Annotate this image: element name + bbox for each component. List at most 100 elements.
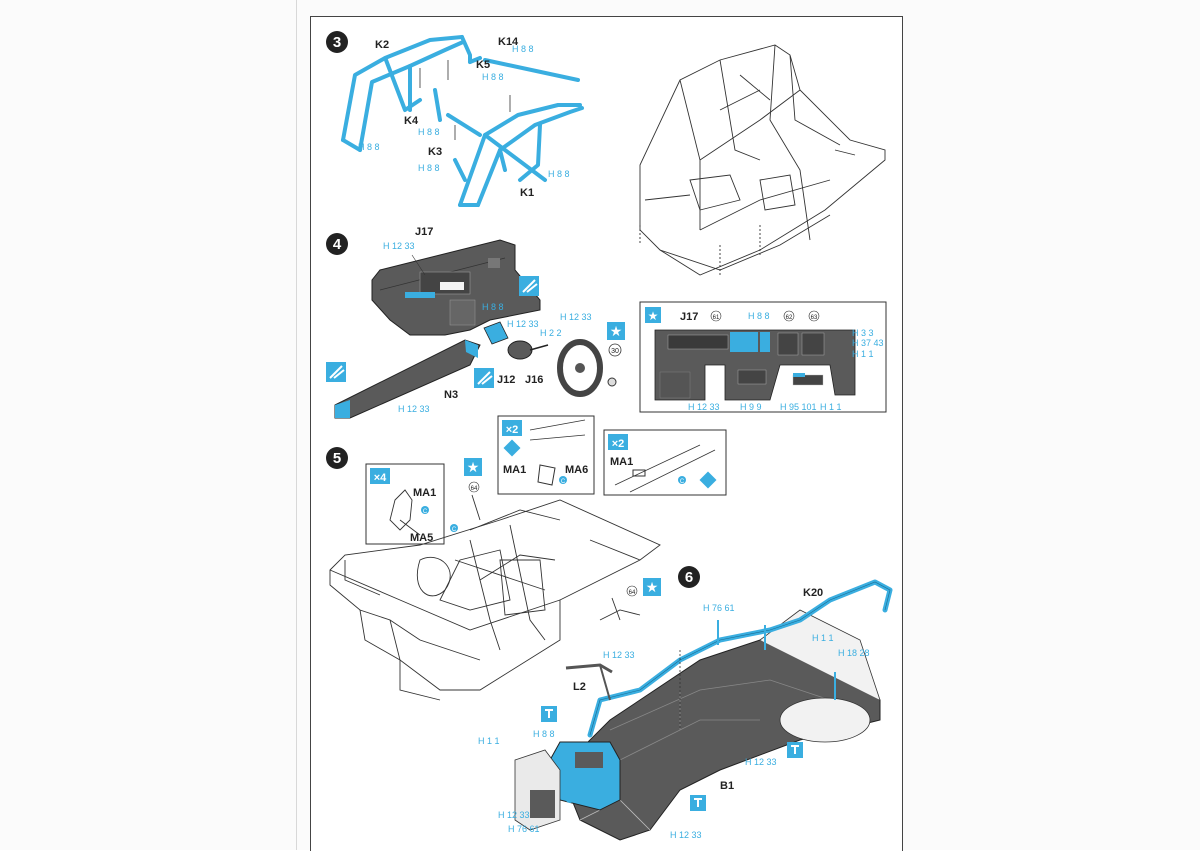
part-code: H 8 8 (358, 142, 380, 152)
label-ma1: MA1 (503, 464, 526, 476)
roll-cage-parts (341, 35, 584, 207)
part-code: H 8 8 (512, 44, 534, 54)
part-code: H 8 8 (748, 311, 770, 321)
part-code: H 1 1 (478, 736, 500, 746)
marker-c: C (680, 479, 685, 485)
decal-number-badge: 62 (783, 310, 795, 322)
decal-star-icon: ★ (648, 309, 659, 323)
label-ma1: MA1 (610, 456, 633, 468)
label-k4: K4 (404, 115, 419, 127)
svg-text:63: 63 (811, 315, 818, 321)
part-code: H 12 33 (498, 810, 530, 820)
part-code: H 8 8 (418, 163, 440, 173)
label-k2: K2 (375, 39, 389, 51)
marker-c: C (561, 479, 566, 485)
step-5: 5 ×4 MA1 MA5 C ×2 (326, 415, 727, 701)
steering-assembly (483, 321, 617, 397)
label-j17: J17 (415, 226, 433, 238)
label-ma5: MA5 (410, 532, 433, 544)
part-code: H 76 61 (508, 824, 540, 834)
label-k20: K20 (803, 587, 823, 599)
center-console-n3 (334, 339, 481, 419)
decal-star-icon: ★ (607, 322, 625, 340)
svg-text:3: 3 (333, 34, 341, 51)
glue-icon (474, 368, 494, 388)
decal-number-badge: 61 (710, 310, 722, 322)
part-code: H 76 61 (703, 603, 735, 613)
part-code: H 12 33 (383, 241, 415, 251)
step-3-number-badge: 3 (326, 31, 348, 53)
label-j12: J12 (497, 374, 515, 386)
multiplier-label: ×4 (374, 472, 387, 484)
step-6: 6 (478, 566, 893, 841)
radiator-part (514, 749, 575, 831)
part-code: H 8 8 (482, 72, 504, 82)
decal-star-icon: ★ (464, 458, 482, 476)
part-code: H 37 43 (852, 338, 884, 348)
seatbelt-detail-box-3 (603, 429, 727, 496)
step-5-number-badge: 5 (326, 447, 348, 469)
svg-text:30: 30 (611, 348, 619, 355)
part-code: H 1 1 (820, 402, 842, 412)
step-6-number-badge: 6 (678, 566, 700, 588)
decal-star-icon: ★ (643, 578, 661, 596)
seatbelt-detail-box-2 (497, 415, 595, 495)
part-code: H 8 8 (418, 127, 440, 137)
marker-c: C (423, 509, 428, 515)
label-j16: J16 (525, 374, 543, 386)
decal-number-badge: 64 (626, 585, 638, 597)
part-code: H 2 2 (540, 328, 562, 338)
paint-marker-icon (690, 795, 706, 811)
svg-text:C: C (452, 527, 457, 533)
page-edge-line (296, 0, 297, 850)
svg-text:4: 4 (333, 236, 342, 253)
paint-marker-icon (787, 742, 803, 758)
interior-with-seats-illustration (329, 494, 661, 701)
svg-text:★: ★ (610, 323, 623, 339)
svg-text:5: 5 (333, 450, 341, 467)
part-code: H 12 33 (398, 404, 430, 414)
decal-number-badge: 30 (608, 343, 622, 357)
part-code: H 8 8 (533, 729, 555, 739)
part-code: H 12 33 (688, 402, 720, 412)
part-code: H 12 33 (670, 830, 702, 840)
part-code: H 8 8 (548, 169, 570, 179)
label-k1: K1 (520, 187, 534, 199)
part-code: H 12 33 (507, 319, 539, 329)
part-code: H 9 9 (740, 402, 762, 412)
label-k3: K3 (428, 146, 442, 158)
decal-number-badge: 64 (468, 481, 480, 493)
step-4-number-badge: 4 (326, 233, 348, 255)
decal-number-badge: 63 (808, 310, 820, 322)
label-b1: B1 (720, 780, 734, 792)
svg-text:★: ★ (467, 459, 480, 475)
paint-marker-icon (541, 706, 557, 722)
svg-text:★: ★ (646, 579, 659, 595)
exhaust-pipe-k20 (587, 579, 893, 738)
svg-text:61: 61 (713, 315, 720, 321)
label-l2: L2 (573, 681, 586, 693)
part-code: H 12 33 (560, 312, 592, 322)
part-code: H 12 33 (603, 650, 635, 660)
part-code: H 18 28 (838, 648, 870, 658)
part-code: H 12 33 (745, 757, 777, 767)
svg-text:62: 62 (786, 315, 793, 321)
svg-text:64: 64 (629, 590, 636, 596)
part-code: H 95 101 (780, 402, 817, 412)
svg-text:64: 64 (471, 486, 478, 492)
step-3: 3 (326, 31, 886, 276)
part-code: H 8 8 (482, 302, 504, 312)
floor-pan-b1 (559, 609, 881, 841)
part-code: H 1 1 (852, 349, 874, 359)
glue-icon (326, 362, 346, 382)
dashboard-detail-box: ★ (639, 301, 887, 413)
label-k14: K14 (498, 36, 519, 48)
glue-icon (519, 276, 539, 296)
label-ma6: MA6 (565, 464, 588, 476)
seatbelt-detail-box-1 (365, 463, 445, 545)
dashboard-j17 (371, 239, 541, 336)
fuel-tank-part (549, 741, 621, 811)
assembly-arrows (419, 60, 511, 140)
